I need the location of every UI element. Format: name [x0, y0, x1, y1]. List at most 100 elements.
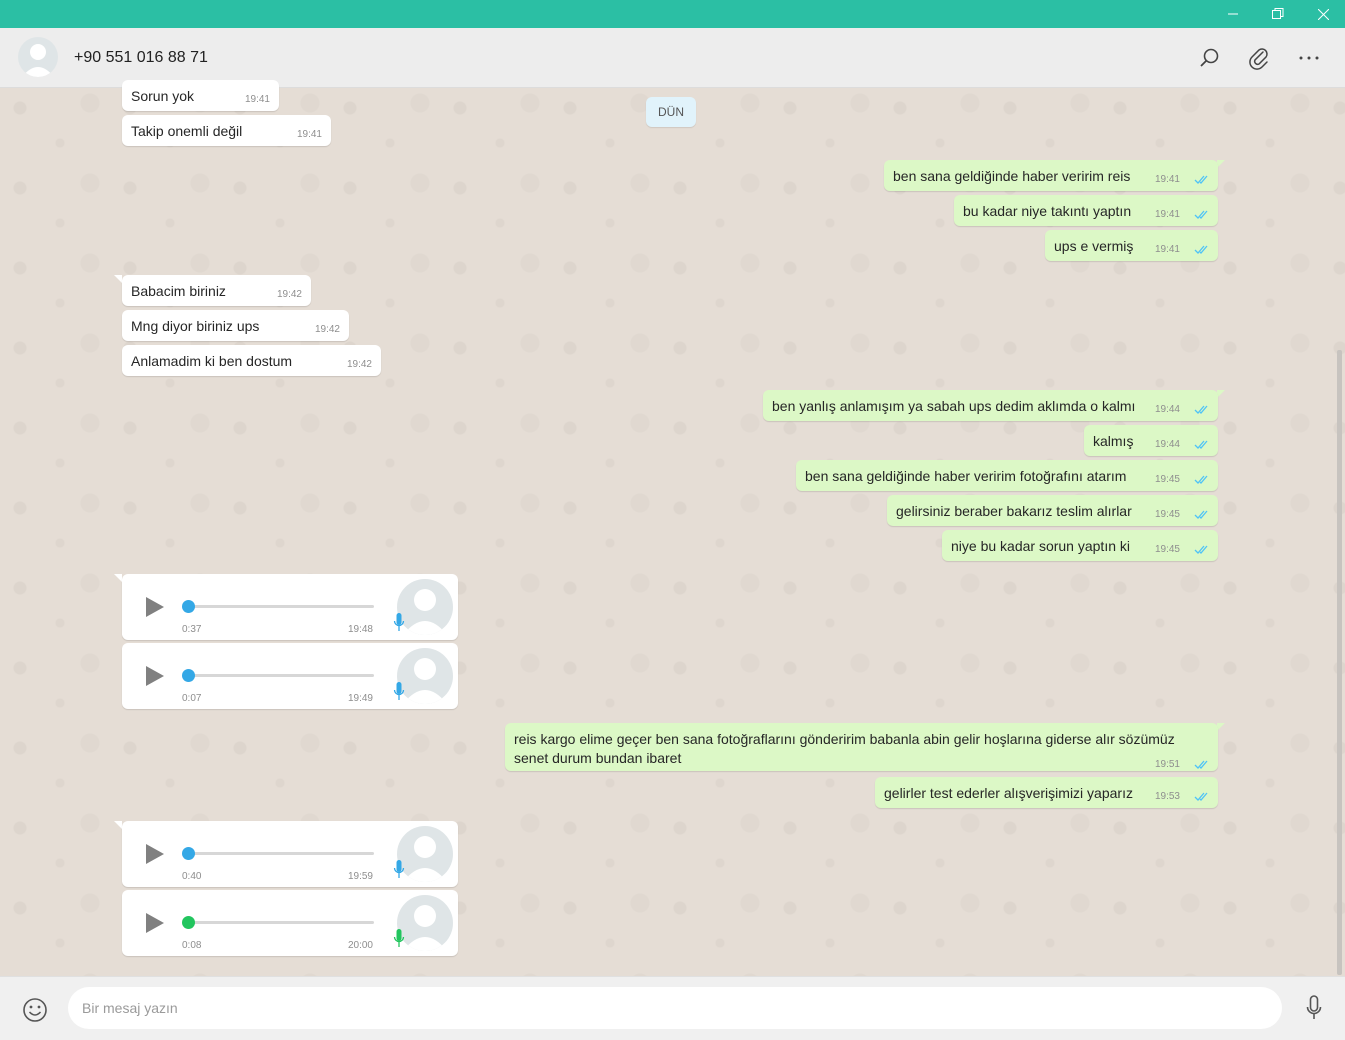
outgoing-message[interactable]: niye bu kadar sorun yaptın ki 19:45 [942, 530, 1218, 561]
message-time: 19:41 [244, 94, 270, 105]
read-ticks-icon [1194, 405, 1208, 414]
message-text: Babacim biriniz [131, 283, 226, 299]
voice-duration: 0:07 [182, 693, 202, 704]
message-time: 19:49 [347, 693, 373, 704]
read-ticks-icon [1194, 245, 1208, 254]
bubble-tail [1217, 723, 1225, 731]
outgoing-message[interactable]: ups e vermiş 19:41 [1045, 230, 1218, 261]
voice-progress-knob[interactable] [182, 847, 195, 860]
default-avatar-icon [403, 658, 447, 704]
microphone-icon [1306, 995, 1322, 1019]
read-ticks-icon [1194, 792, 1208, 801]
outgoing-message[interactable]: gelirler test ederler alışverişimizi yap… [875, 777, 1218, 808]
message-text: bu kadar niye takıntı yaptın [963, 203, 1132, 219]
message-time: 19:45 [1154, 544, 1180, 555]
message-time: 19:42 [346, 359, 372, 370]
message-text: ben yanlış anlamışım ya sabah ups dedim … [772, 398, 1136, 414]
voice-message[interactable]: 0:40 19:59 [122, 821, 458, 887]
mic-icon [393, 929, 405, 947]
bubble-tail [1217, 390, 1225, 398]
play-icon[interactable] [142, 595, 166, 619]
close-icon [1317, 8, 1329, 20]
incoming-message[interactable]: Mng diyor biriniz ups 19:42 [122, 310, 349, 341]
message-time: 19:44 [1154, 404, 1180, 415]
message-text: niye bu kadar sorun yaptın ki [951, 538, 1130, 554]
minimize-button[interactable] [1210, 0, 1256, 28]
sender-avatar [397, 895, 453, 951]
contact-avatar[interactable] [18, 37, 58, 77]
message-text: Anlamadim ki ben dostum [131, 353, 293, 369]
message-text: ben sana geldiğinde haber veririm fotoğr… [805, 468, 1127, 484]
voice-progress-track[interactable] [188, 605, 374, 608]
search-button[interactable] [1196, 45, 1222, 71]
outgoing-message[interactable]: ben sana geldiğinde haber veririm fotoğr… [796, 460, 1218, 491]
incoming-message[interactable]: Anlamadim ki ben dostum 19:42 [122, 345, 381, 376]
default-avatar-icon [403, 905, 447, 951]
message-text: Mng diyor biriniz ups [131, 318, 260, 334]
message-text: kalmış [1093, 433, 1134, 449]
message-text: Sorun yok [131, 88, 195, 104]
message-time: 19:59 [347, 871, 373, 882]
voice-progress-track[interactable] [188, 852, 374, 855]
sender-avatar [397, 826, 453, 882]
close-button[interactable] [1300, 0, 1345, 28]
message-text: gelirler test ederler alışverişimizi yap… [884, 785, 1133, 801]
message-text: reis kargo elime geçer ben sana fotoğraf… [514, 731, 1175, 766]
chat-scrollbar[interactable] [1337, 350, 1342, 975]
date-divider: DÜN [646, 97, 696, 127]
voice-progress-knob[interactable] [182, 916, 195, 929]
message-composer [0, 976, 1345, 1040]
default-avatar-icon [403, 836, 447, 882]
mic-icon [393, 613, 405, 631]
voice-message[interactable]: 0:07 19:49 [122, 643, 458, 709]
incoming-message[interactable]: Sorun yok 19:41 [122, 80, 279, 111]
message-input[interactable] [68, 987, 1282, 1029]
message-time: 19:41 [1154, 244, 1180, 255]
message-time: 19:42 [276, 289, 302, 300]
bubble-tail [114, 574, 122, 582]
voice-progress-knob[interactable] [182, 600, 195, 613]
voice-message[interactable]: 0:08 20:00 [122, 890, 458, 956]
play-icon[interactable] [142, 911, 166, 935]
restore-button[interactable] [1255, 0, 1301, 28]
sender-avatar [397, 579, 453, 635]
voice-progress-track[interactable] [188, 921, 374, 924]
message-time: 19:53 [1154, 791, 1180, 802]
bubble-tail [114, 821, 122, 829]
default-avatar-icon [403, 589, 447, 635]
contact-name[interactable]: +90 551 016 88 71 [74, 49, 208, 66]
voice-message[interactable]: 0:37 19:48 [122, 574, 458, 640]
mic-icon [393, 682, 405, 700]
outgoing-message[interactable]: ben sana geldiğinde haber veririm reis 1… [884, 160, 1218, 191]
message-text: gelirsiniz beraber bakarız teslim alırla… [896, 503, 1132, 519]
paperclip-icon [1249, 48, 1268, 70]
chat-header: +90 551 016 88 71 [0, 28, 1345, 88]
read-ticks-icon [1194, 210, 1208, 219]
message-text: ben sana geldiğinde haber veririm reis [893, 168, 1131, 184]
play-icon[interactable] [142, 842, 166, 866]
more-options-icon [1299, 56, 1319, 60]
window-titlebar [0, 0, 1345, 28]
read-ticks-icon [1194, 510, 1208, 519]
more-options-button[interactable] [1296, 45, 1322, 71]
restore-icon [1272, 8, 1284, 19]
incoming-message[interactable]: Takip onemli değil 19:41 [122, 115, 331, 146]
voice-duration: 0:40 [182, 871, 202, 882]
outgoing-message[interactable]: reis kargo elime geçer ben sana fotoğraf… [505, 723, 1218, 771]
emoji-icon[interactable] [22, 997, 48, 1023]
incoming-message[interactable]: Babacim biriniz 19:42 [122, 275, 311, 306]
outgoing-message[interactable]: ben yanlış anlamışım ya sabah ups dedim … [763, 390, 1218, 421]
message-time: 19:44 [1154, 439, 1180, 450]
sender-avatar [397, 648, 453, 704]
voice-record-button[interactable] [1301, 995, 1327, 1023]
attach-button[interactable] [1246, 45, 1272, 71]
message-time: 19:41 [1154, 209, 1180, 220]
outgoing-message[interactable]: kalmış 19:44 [1084, 425, 1218, 456]
play-icon[interactable] [142, 664, 166, 688]
outgoing-message[interactable]: bu kadar niye takıntı yaptın 19:41 [954, 195, 1218, 226]
voice-progress-knob[interactable] [182, 669, 195, 682]
outgoing-message[interactable]: gelirsiniz beraber bakarız teslim alırla… [887, 495, 1218, 526]
bubble-tail [114, 275, 122, 283]
message-time: 19:41 [1154, 174, 1180, 185]
voice-progress-track[interactable] [188, 674, 374, 677]
